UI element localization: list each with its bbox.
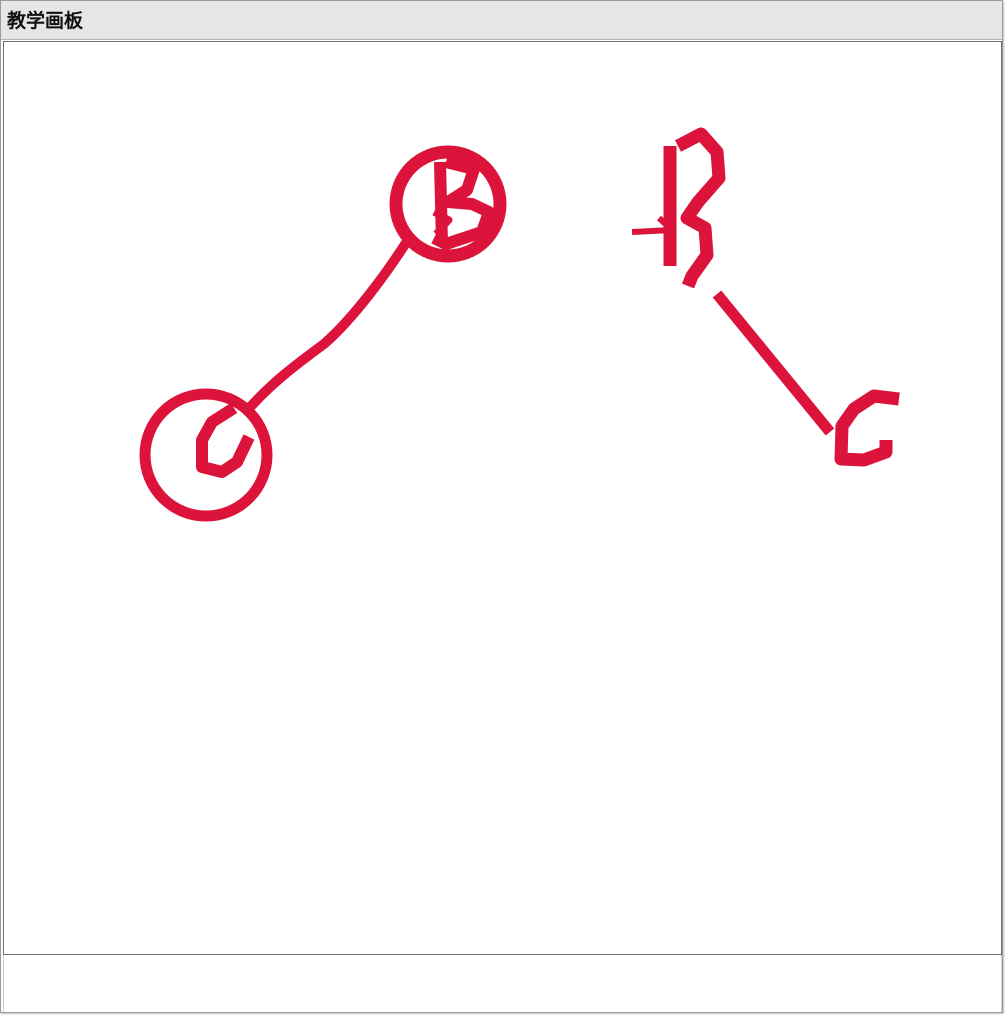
letter-b-stroke-free: [663, 127, 726, 289]
letter-c-stroke-circled: [196, 402, 255, 478]
letter-c-stroke-free: [834, 389, 900, 467]
letter-b-left-tick: [631, 215, 675, 235]
footer-bar: [3, 955, 1002, 1012]
title-bar: 教学画板: [1, 1, 1002, 40]
window-title: 教学画板: [7, 10, 84, 32]
circle-stroke-b: [389, 145, 507, 263]
letter-b-notch: [432, 208, 453, 237]
connector-free-stroke: [712, 290, 835, 436]
ink-layer[interactable]: [4, 42, 1001, 954]
circle-stroke-c: [139, 388, 273, 522]
connector-b-to-c-stroke: [240, 235, 414, 418]
drawing-canvas[interactable]: [3, 41, 1002, 955]
